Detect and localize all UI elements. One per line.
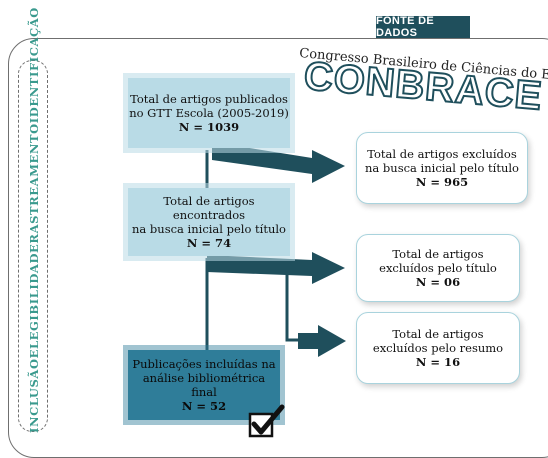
box1-count: N = 1039 [178,120,240,134]
excluded1-count: N = 965 [415,175,469,189]
excluded2-line2: excluídos pelo título [379,261,497,275]
box3-line2: análise bibliométrica final [142,371,266,399]
excluded3-line2: excluídos pelo resumo [372,341,504,355]
checkbox-checked-icon [248,404,286,438]
arrow-excluded3 [298,325,346,357]
excluded1-line1: Total de artigos excluídos [367,147,517,161]
excluded2-count: N = 06 [415,275,461,289]
stage-labels-bar: INCLUSÃO ELEGIBILIDADE RASTREAMENTO IDEN… [18,7,48,433]
source-tag: FONTE DE DADOS [376,15,470,39]
box-excluded-abstract: Total de artigos excluídos pelo resumo N… [356,312,520,384]
arrow-excluded2 [207,252,345,284]
box-excluded-title: Total de artigos excluídos pelo título N… [356,234,520,302]
box-total-published: Total de artigos publicados no GTT Escol… [128,78,290,148]
flow-connectors [205,142,346,357]
excluded3-line1: Total de artigos [392,327,484,341]
arrow-excluded1 [212,142,345,183]
box3-line1: Publicações incluídas na [132,357,276,371]
excluded3-count: N = 16 [415,355,461,369]
box2-line1: Total de artigos encontrados [163,194,255,222]
excluded1-line2: na busca inicial pelo título [365,161,519,175]
box2-line2: na busca inicial pelo título [132,222,286,236]
box1-line1: Total de artigos publicados [130,92,288,106]
excluded2-line1: Total de artigos [392,247,484,261]
box3-count: N = 52 [181,399,227,413]
box1-line2: no GTT Escola (2005-2019) [129,106,289,120]
box2-count: N = 74 [186,236,232,250]
box-excluded-initial-search: Total de artigos excluídos na busca inic… [356,132,528,204]
box-included-final: Publicações incluídas na análise bibliom… [128,350,280,420]
box-total-found: Total de artigos encontrados na busca in… [128,188,290,256]
connector-to-excluded3 [285,275,300,342]
